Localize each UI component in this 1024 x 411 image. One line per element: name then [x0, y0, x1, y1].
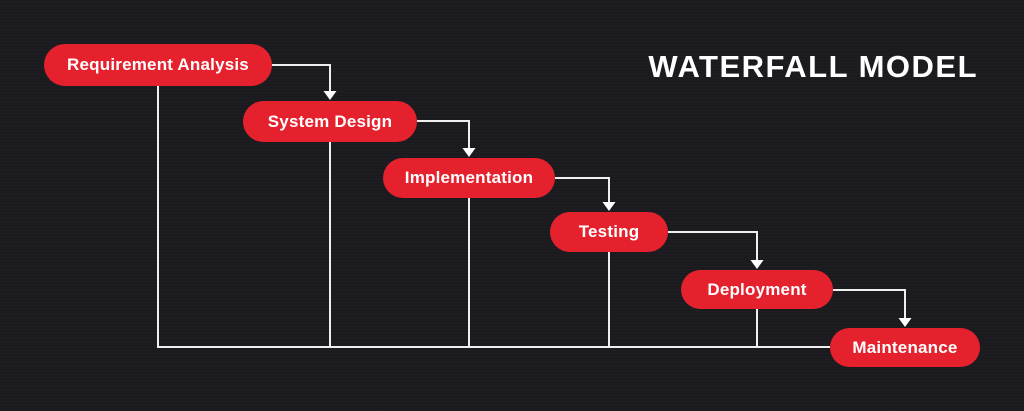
stage-box-system-design: System Design — [243, 101, 417, 142]
stage-label: Maintenance — [852, 337, 958, 357]
connector-design-to-implementation — [417, 120, 476, 157]
arrow-down-icon — [323, 91, 337, 100]
feedback-rail — [157, 86, 830, 348]
stage-label: Requirement Analysis — [67, 55, 249, 74]
stage-label: Implementation — [404, 168, 534, 187]
stage-box-deployment: Deployment — [681, 270, 833, 309]
stage-label: Deployment — [707, 279, 807, 299]
stage-box-implementation: Implementation — [383, 158, 555, 198]
stage-box-requirement-analysis: Requirement Analysis — [44, 44, 272, 86]
arrow-down-icon — [602, 202, 616, 211]
stage-box-testing: Testing — [550, 212, 668, 252]
stage-label: Testing — [578, 222, 640, 241]
stage-label: System Design — [267, 111, 393, 131]
connector-implementation-to-testing — [555, 177, 616, 211]
connector-deployment-to-maintenance — [833, 289, 912, 327]
stage-box-maintenance: Maintenance — [830, 328, 980, 367]
diagram-title: WATERFALL MODEL — [648, 49, 978, 84]
arrow-down-icon — [462, 148, 476, 157]
arrow-down-icon — [750, 260, 764, 269]
connector-testing-to-deployment — [668, 231, 764, 269]
connector-req-to-design — [272, 64, 337, 100]
arrow-down-icon — [898, 318, 912, 327]
